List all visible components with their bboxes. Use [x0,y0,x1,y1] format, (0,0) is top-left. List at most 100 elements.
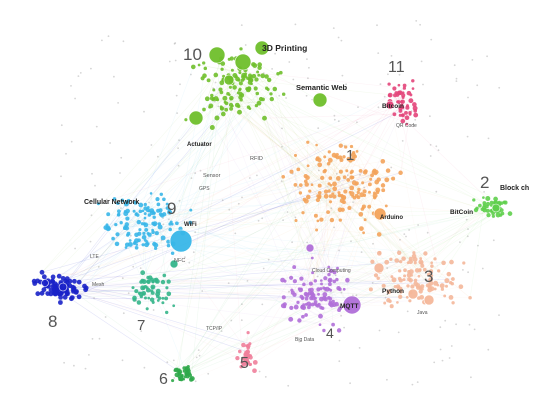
background-dot [104,316,107,318]
cluster-node [288,316,294,322]
hub-node [305,243,315,253]
hub-node [223,74,235,86]
network-edge [223,113,331,285]
label-rfid: RFID [250,156,263,162]
cluster-node [310,256,314,260]
cluster-node [260,73,266,79]
cluster-node [239,98,243,102]
network-edge [220,89,421,270]
background-dot [230,319,233,322]
background-dot [143,366,146,369]
background-dot [334,274,337,277]
network-edge [159,223,168,288]
cluster-node [143,206,148,211]
background-dot [241,303,243,306]
cluster-node [149,192,153,195]
background-dot [214,100,216,103]
cluster-node [134,245,139,250]
network-edge [192,278,432,379]
network-edge [335,156,387,181]
cluster-node [499,208,504,212]
background-dot [93,297,95,299]
cluster-node [451,277,455,281]
network-edge [317,199,501,216]
background-dot [281,127,283,130]
label-3d-printing: 3D Printing [262,43,307,53]
cluster-node [170,222,174,226]
cluster-node [404,115,410,121]
network-edge [330,107,403,272]
cluster-node [283,305,287,309]
cluster-node [229,95,234,101]
network-edge [217,62,220,100]
cluster-node [338,169,343,174]
cluster-node [403,268,407,273]
cluster-node [234,75,238,79]
cluster-node [269,92,273,96]
network-edge [149,177,352,212]
cluster-node [316,219,320,223]
hub-node [41,279,49,287]
cluster-node [236,104,241,108]
network-edge [179,183,358,374]
background-dot [498,86,501,89]
cluster-node [245,87,251,93]
cluster-node [329,183,333,187]
label-gps: GPS [199,186,210,192]
cluster-node [175,221,179,226]
cluster-node [165,286,169,290]
network-edge [260,98,316,299]
cluster-node [301,305,307,311]
cluster-node [166,291,172,297]
cluster-node [327,157,333,163]
cluster-node [392,86,397,91]
cluster-node [349,185,355,191]
background-dot [120,207,122,210]
network-edge [174,171,374,371]
hub-node [373,262,385,274]
network-edge [349,197,375,209]
cluster-node [319,287,323,291]
cluster-node [153,242,159,248]
background-dot [91,338,94,340]
cluster-node [358,169,363,173]
network-edge [400,115,439,271]
cluster-node [317,190,322,195]
background-dot [352,201,354,204]
cluster-node [105,223,109,227]
background-dot [175,94,178,97]
cluster-node [281,92,286,96]
network-edge [323,287,389,301]
cluster-node [156,299,160,302]
cluster-node [413,261,417,265]
cluster-node [144,227,149,232]
background-dot [420,60,423,63]
network-edge [404,261,422,271]
background-dot [453,64,456,67]
cluster-node [352,195,357,200]
cluster-node [124,222,130,227]
cluster-node [126,198,131,203]
cluster-node [289,169,294,174]
network-edge [180,209,192,229]
network-edge [146,241,444,264]
cluster-node [323,286,327,291]
cluster-node [185,373,189,377]
cluster-node [402,278,406,282]
cluster-node [293,304,299,310]
label-mqtt: MQTT [340,303,358,310]
network-edge [152,210,493,288]
cluster-node [402,86,407,90]
background-dot [227,282,230,284]
hub-node [254,40,270,56]
cluster-node [359,226,364,231]
cluster-node [248,107,252,110]
cluster-node [302,303,306,307]
cluster-node [228,93,231,97]
background-dot [63,361,65,364]
cluster-node [96,202,100,206]
background-dot [403,233,406,236]
nodes-layer [31,20,513,387]
network-edge [132,95,390,288]
cluster-node [310,183,314,187]
